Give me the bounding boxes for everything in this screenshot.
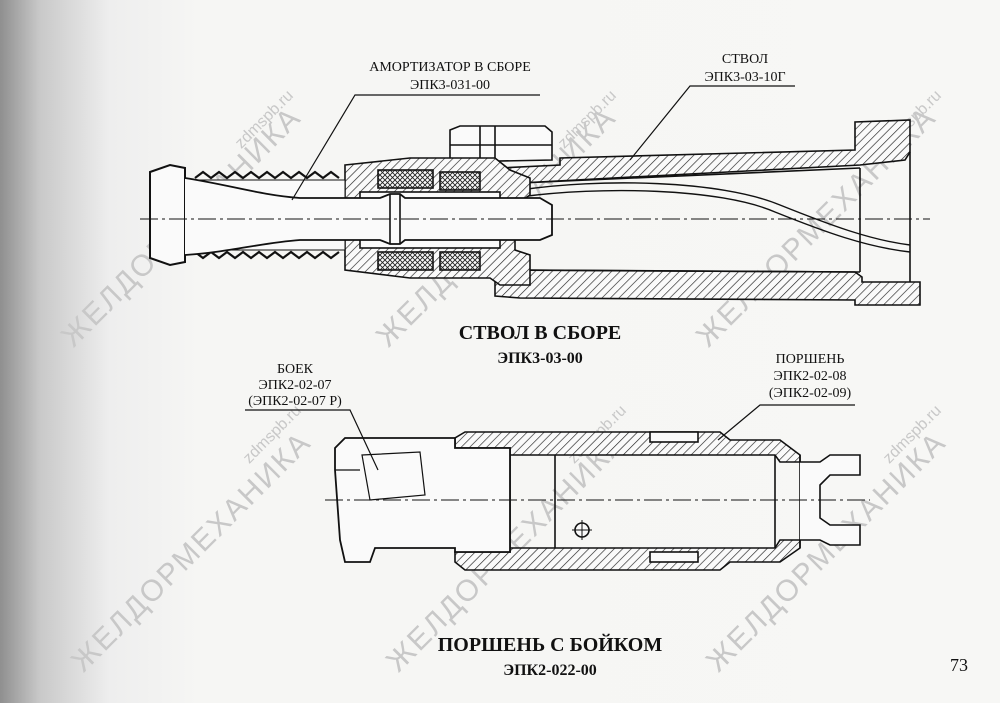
barrel-assembly-title: СТВОЛ В СБОРЕ (458, 322, 622, 344)
piston-assembly-drawing (245, 404, 870, 571)
page-number: 73 (950, 655, 968, 675)
shock-absorber-name-label: АМОРТИЗАТОР В СБОРЕ (369, 60, 531, 75)
plunger-head (149, 163, 186, 267)
packing-ring-bottom-1 (377, 251, 434, 271)
piston-assembly-title: ПОРШЕНЬ С БОЙКОМ (437, 634, 663, 656)
striker-alt-code-label: (ЭПК2-02-07 Р) (248, 394, 342, 409)
piston-name-label: ПОРШЕНЬ (775, 352, 845, 367)
striker-name-label: БОЕК (277, 362, 313, 377)
clamp-block (449, 125, 553, 163)
barrel-leader (629, 85, 795, 161)
striker-code-label: ЭПК2-02-07 (258, 378, 332, 393)
internal-hose (519, 182, 911, 246)
piston-code-label: ЭПК2-02-08 (773, 369, 847, 384)
packing-ring-top-2 (439, 171, 481, 191)
packing-ring-bottom-2 (439, 251, 481, 271)
shock-absorber-code-label: ЭПК3-031-00 (409, 78, 490, 93)
striker-leader (245, 409, 379, 471)
shock-absorber-leader (291, 94, 540, 201)
barrel-code-label: ЭПК3-03-10Г (704, 70, 786, 85)
plunger-rod (184, 177, 553, 256)
piston-fork (800, 454, 861, 546)
piston-alt-code-label: (ЭПК2-02-09) (768, 386, 852, 401)
packing-ring-top-1 (377, 169, 434, 189)
barrel-name-label: СТВОЛ (721, 52, 769, 67)
barrel-assembly-drawing (140, 85, 930, 306)
barrel-assembly-code: ЭПК3-03-00 (497, 350, 583, 367)
piston-leader (717, 404, 855, 441)
barrel-lower-wall (494, 269, 921, 306)
piston-assembly-code: ЭПК2-022-00 (503, 662, 597, 679)
spring (194, 170, 340, 180)
